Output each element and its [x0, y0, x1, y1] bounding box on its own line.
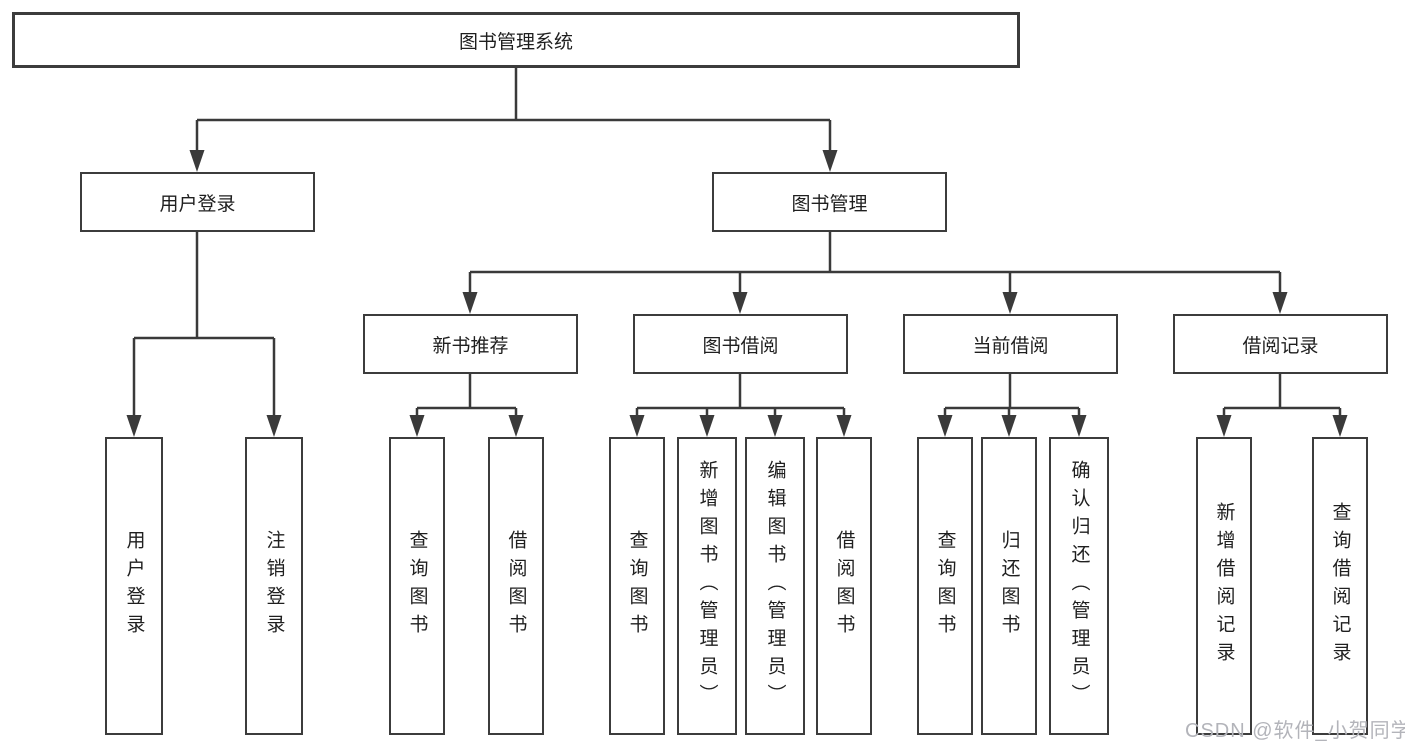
leaf-edit-book-admin: 编辑图书（管理员）: [745, 437, 805, 735]
leaf-query-borrow-record: 查询借阅记录: [1312, 437, 1368, 735]
leaf-add-book-admin: 新增图书（管理员）: [677, 437, 737, 735]
leaf-return-books: 归还图书: [981, 437, 1037, 735]
node-borrowing-records: 借阅记录: [1173, 314, 1388, 374]
leaf-user-login: 用户登录: [105, 437, 163, 735]
node-library-management-system: 图书管理系统: [12, 12, 1020, 68]
node-book-management-branch: 图书管理: [712, 172, 947, 232]
leaf-borrow-books-recommend-label: 借阅图书: [505, 530, 527, 642]
leaf-confirm-return-admin-label: 确认归还（管理员）: [1068, 460, 1090, 712]
node-current-borrowing: 当前借阅: [903, 314, 1118, 374]
leaf-confirm-return-admin: 确认归还（管理员）: [1049, 437, 1109, 735]
leaf-query-books-borrowing-label: 查询图书: [626, 530, 648, 642]
csdn-watermark: CSDN @软件_小贺同学: [1185, 720, 1405, 742]
leaf-query-books-recommend: 查询图书: [389, 437, 445, 735]
arrowheads: [126, 150, 1348, 437]
leaf-logout-label: 注销登录: [263, 530, 285, 642]
leaf-borrow-books-borrowing: 借阅图书: [816, 437, 872, 735]
leaf-query-books-current: 查询图书: [917, 437, 973, 735]
leaf-borrow-books-borrowing-label: 借阅图书: [833, 530, 855, 642]
leaf-user-login-label: 用户登录: [123, 530, 145, 642]
leaf-borrow-books-recommend: 借阅图书: [488, 437, 544, 735]
leaf-query-books-current-label: 查询图书: [934, 530, 956, 642]
leaf-add-book-admin-label: 新增图书（管理员）: [696, 460, 718, 712]
leaf-return-books-label: 归还图书: [998, 530, 1020, 642]
leaf-logout: 注销登录: [245, 437, 303, 735]
leaf-query-books-recommend-label: 查询图书: [406, 530, 428, 642]
leaf-add-borrow-record: 新增借阅记录: [1196, 437, 1252, 735]
node-book-borrowing: 图书借阅: [633, 314, 848, 374]
leaf-query-books-borrowing: 查询图书: [609, 437, 665, 735]
leaf-add-borrow-record-label: 新增借阅记录: [1213, 502, 1235, 670]
node-user-login-branch: 用户登录: [80, 172, 315, 232]
leaf-query-borrow-record-label: 查询借阅记录: [1329, 502, 1351, 670]
leaf-edit-book-admin-label: 编辑图书（管理员）: [764, 460, 786, 712]
node-new-book-recommend: 新书推荐: [363, 314, 578, 374]
